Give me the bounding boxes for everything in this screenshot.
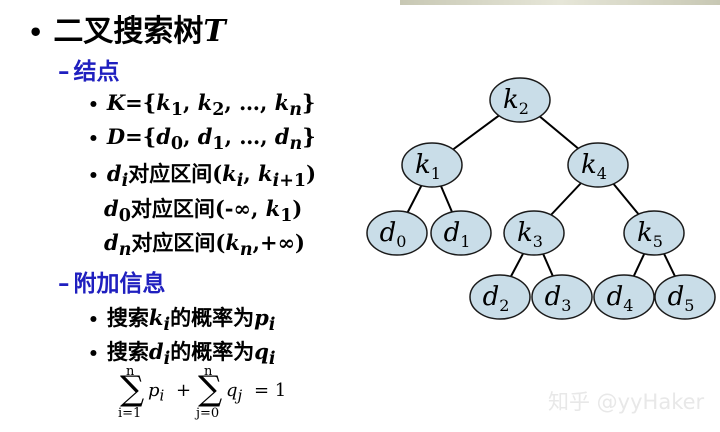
node-ellipse [623,210,685,256]
sum1-sigma: ∑ [120,369,145,409]
tree-node-d5: d5 [654,274,716,320]
item-bullet: • [88,344,99,364]
list-item-prob-p: •搜索ki的概率为pi [88,305,276,336]
term-q: qj [226,380,243,405]
sum1-upper: n [126,364,135,379]
node-label: k4 [581,150,607,183]
node-ellipse [531,274,593,320]
title-bullet: • [28,18,44,47]
sum2-lower: j=0 [196,406,220,421]
node-label: d1 [444,218,471,251]
list-item-interval-i: •di对应区间(ki, ki+1) [88,161,316,192]
section-label: 结点 [73,58,120,85]
title-text: 二叉搜索树 [53,14,204,49]
node-ellipse [654,274,716,320]
slide-title: • 二叉搜索树T [28,6,226,50]
list-item-interval-0: d0对应区间(-∞, k1) [104,196,303,227]
tree-node-k3: k3 [503,210,565,256]
item-bullet: • [88,166,99,186]
tree-node-k2: k2 [489,77,551,123]
section-nodes-heading: –结点 [58,52,120,86]
node-label: k1 [415,150,441,183]
node-label: k3 [517,218,543,251]
list-item-prob-q: •搜索di的概率为qi [88,339,276,370]
equals-one: = 1 [254,380,287,401]
node-ellipse [469,274,531,320]
item-bullet: • [88,95,99,115]
node-label: d2 [483,282,510,315]
node-label: k2 [503,85,529,118]
item-bullet: • [88,310,99,330]
tree-node-d1: d1 [430,210,492,256]
sum2-sigma: ∑ [198,369,223,409]
tree-node-d4: d4 [593,274,655,320]
watermark: 知乎 @yyHaker [548,390,705,414]
node-ellipse [567,142,629,188]
probability-formula: n ∑ i=1 pi + n ∑ j=0 qj = 1 [112,364,292,424]
section-dash: – [58,58,70,85]
node-label: d0 [380,218,407,251]
term-p: pi [148,380,165,405]
plus-sign: + [176,380,192,401]
node-label: d3 [545,282,572,315]
sum1-lower: i=1 [118,406,142,421]
tree-node-d3: d3 [531,274,593,320]
item-bullet: • [88,129,99,149]
list-item-interval-n: dn对应区间(kn,+∞) [104,230,305,261]
tree-node-k4: k4 [567,142,629,188]
section-dash: – [58,270,70,297]
node-label: d5 [668,282,695,315]
node-ellipse [489,77,551,123]
title-var: T [203,14,226,49]
node-label: d4 [607,282,634,315]
list-item-keys: •K={k1, k2, …, kn} [88,90,316,121]
node-ellipse [503,210,565,256]
top-decorative-bar [400,0,720,5]
tree-node-d0: d0 [366,210,428,256]
node-ellipse [593,274,655,320]
node-ellipse [430,210,492,256]
node-label: k5 [637,218,663,251]
list-item-dummies: •D={d0, d1, …, dn} [88,124,316,155]
node-ellipse [401,142,463,188]
node-ellipse [366,210,428,256]
tree-node-d2: d2 [469,274,531,320]
tree-node-k5: k5 [623,210,685,256]
sum2-upper: n [204,364,213,379]
section-label: 附加信息 [73,270,166,297]
section-info-heading: –附加信息 [58,264,166,298]
tree-node-k1: k1 [401,142,463,188]
